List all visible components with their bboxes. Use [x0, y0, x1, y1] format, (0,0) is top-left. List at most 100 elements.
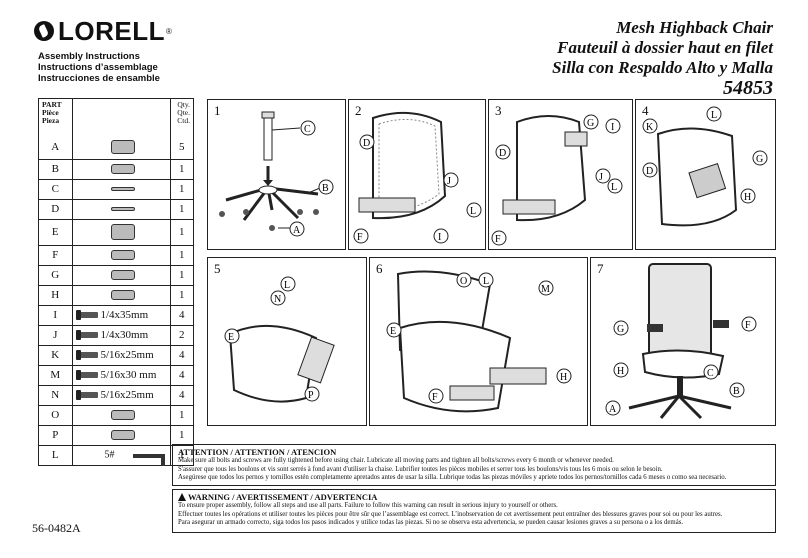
step-1-illustration: C B A — [219, 111, 334, 237]
part-qty: 2 — [170, 325, 193, 346]
warning-line-fr: Effectuer toutes les opérations et utili… — [178, 510, 723, 518]
part-shape-icon — [110, 139, 135, 154]
part-label: I — [39, 305, 72, 326]
part-shape-icon — [110, 164, 135, 174]
callout-f: F — [495, 234, 501, 245]
callout-d: D — [499, 148, 506, 159]
registered-mark: ® — [166, 26, 172, 36]
callout-l: L — [284, 280, 290, 291]
part-label: L — [51, 449, 59, 462]
part-label: M — [39, 365, 72, 386]
warning-line-es: Para asegurar un armado correcto, siga t… — [178, 519, 684, 527]
assembly-en: Assembly Instructions — [38, 51, 140, 62]
bolt-icon — [75, 330, 98, 340]
part-qty: 5 — [170, 135, 193, 160]
callout-p: P — [308, 390, 314, 401]
callout-d: D — [363, 138, 370, 149]
step-5-illustration: L N E P — [224, 276, 335, 403]
part-qty: 1 — [170, 159, 193, 180]
part-hardware: 5/16x25mm — [100, 389, 154, 401]
hex-key-icon — [132, 453, 165, 466]
callout-l: L — [483, 276, 489, 287]
part-qty: 1 — [170, 219, 193, 246]
step-4-panel: 4 K L D G H — [635, 99, 776, 250]
part-shape-icon — [110, 224, 135, 240]
part-shape-icon — [110, 290, 135, 300]
step-5-panel: 5 L N E P — [207, 257, 367, 426]
callout-h: H — [744, 192, 751, 203]
part-shape-icon — [110, 207, 135, 211]
warning-triangle-icon — [178, 493, 186, 501]
assembly-fr: Instructions d’assemblage — [38, 62, 158, 73]
step-number: 7 — [597, 261, 604, 276]
part-image — [71, 285, 171, 306]
callout-l: L — [711, 110, 717, 121]
part-image — [71, 199, 171, 220]
step-1-panel: 1 C B A — [207, 99, 346, 250]
part-label: N — [39, 385, 72, 406]
step-number: 1 — [214, 103, 221, 118]
callout-i: I — [438, 232, 441, 243]
lorell-logo-icon — [34, 21, 54, 41]
part-qty: 4 — [170, 345, 193, 366]
part-image: 5/16x30 mm — [71, 365, 171, 386]
product-title: Mesh Highback Chair Fauteuil à dossier h… — [552, 18, 773, 98]
part-label: A — [39, 135, 72, 160]
callout-m: M — [541, 284, 550, 295]
callout-h: H — [560, 372, 567, 383]
callout-l: L — [611, 182, 617, 193]
callout-n: N — [274, 294, 281, 305]
step-6-panel: 6 O L M E H F — [369, 257, 588, 426]
part-qty: 4 — [170, 365, 193, 386]
part-shape-icon — [110, 430, 135, 440]
title-en: Mesh Highback Chair — [616, 18, 773, 37]
part-qty: 1 — [179, 449, 185, 462]
part-image — [71, 265, 171, 286]
part-label: D — [39, 199, 72, 220]
warning-box: WARNING / AVERTISSEMENT / ADVERTENCIA To… — [172, 489, 776, 533]
part-shape-icon — [110, 410, 135, 420]
part-image: 1/4x30mm — [71, 325, 171, 346]
step-number: 5 — [214, 261, 221, 276]
parts-header-qty: Qty.Qte.Ctd. — [177, 100, 190, 125]
part-image — [71, 425, 171, 446]
part-hardware: 1/4x35mm — [100, 309, 149, 321]
part-label: F — [39, 245, 72, 266]
step-2-panel: 2 D J L F I — [348, 99, 486, 250]
attention-box: ATTENTION / ATTENTION / ATENCION Make su… — [172, 444, 776, 486]
part-image — [71, 245, 171, 266]
brand-logo: LORELL® — [34, 18, 172, 44]
attention-line-fr: S'assurer que tous les boulons et vis so… — [178, 465, 663, 473]
part-qty: 1 — [170, 179, 193, 200]
part-label: P — [39, 425, 72, 446]
part-hardware: 5# — [104, 449, 115, 461]
model-number: 54853 — [723, 77, 773, 99]
callout-j: J — [599, 172, 603, 183]
part-qty: 1 — [170, 265, 193, 286]
part-image: 1/4x35mm — [71, 305, 171, 326]
callout-f: F — [357, 232, 363, 243]
callout-g: G — [756, 154, 763, 165]
bolt-icon — [75, 390, 98, 400]
bolt-icon — [75, 350, 98, 360]
part-label: G — [39, 265, 72, 286]
callout-b: B — [322, 183, 329, 194]
callout-a: A — [293, 225, 301, 236]
callout-f: F — [745, 320, 751, 331]
part-qty: 1 — [170, 405, 193, 426]
part-label: B — [39, 159, 72, 180]
part-image — [71, 159, 171, 180]
part-qty: 1 — [170, 199, 193, 220]
step-4-illustration: K L D G H — [642, 106, 768, 227]
warning-title: WARNING / AVERTISSEMENT / ADVERTENCIA — [178, 493, 770, 501]
callout-k: K — [646, 122, 654, 133]
